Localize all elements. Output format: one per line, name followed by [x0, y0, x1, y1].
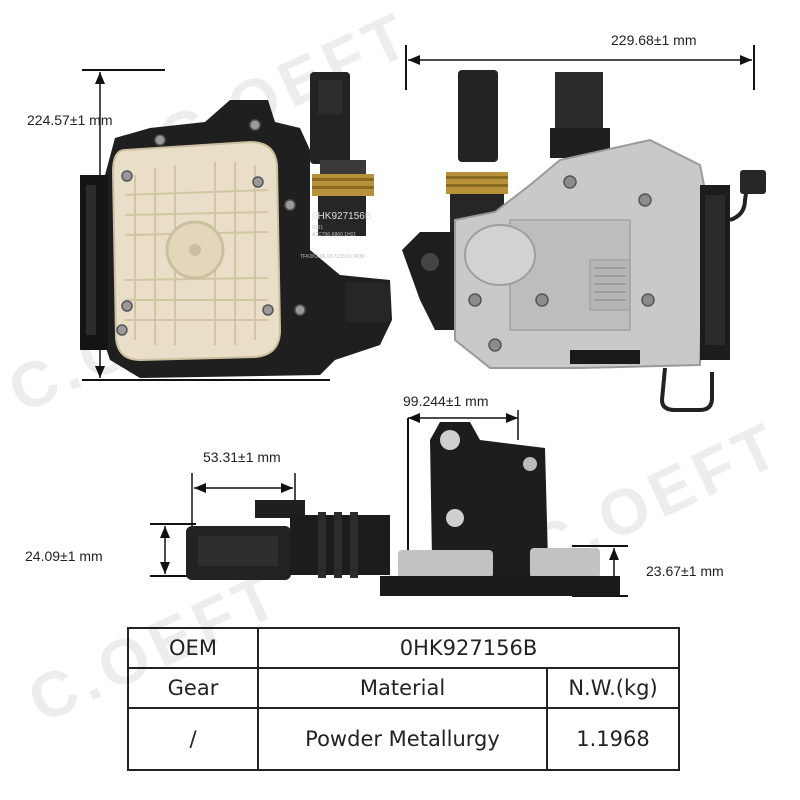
mechatronic-back-photo	[402, 45, 766, 412]
dimension-connector-width: 53.31±1 mm	[203, 449, 281, 465]
oem-label: OEM	[127, 627, 259, 669]
weight-value: 1.1968	[546, 707, 680, 771]
part-label-line4: TFK0K2 06.03 7133 01 0439	[300, 254, 364, 260]
dimension-plate-height: 23.67±1 mm	[646, 563, 724, 579]
part-label-line2: 0161	[312, 225, 323, 231]
material-label: Material	[257, 667, 548, 709]
dimension-connector-height: 24.09±1 mm	[25, 548, 103, 564]
mechatronic-side-photo	[150, 410, 628, 597]
dimension-width-back: 229.68±1 mm	[611, 32, 697, 48]
gear-label: Gear	[127, 667, 259, 709]
weight-label: N.W.(kg)	[546, 667, 680, 709]
dimension-height-front: 224.57±1 mm	[27, 112, 113, 128]
oem-value: 0HK927156B	[257, 627, 680, 669]
part-label-number: 0HK927156B	[312, 211, 372, 222]
part-label-line3: A2C796-6860 1H01	[312, 232, 356, 238]
spec-table: OEM 0HK927156B Gear Material N.W.(kg) / …	[127, 627, 680, 771]
material-value: Powder Metallurgy	[257, 707, 548, 771]
dimension-width-side: 99.244±1 mm	[403, 393, 489, 409]
gear-value: /	[127, 707, 259, 771]
mechatronic-front-photo: 0HK927156B 0161 A2C796-6860 1H01 TFK0K2 …	[80, 69, 392, 381]
